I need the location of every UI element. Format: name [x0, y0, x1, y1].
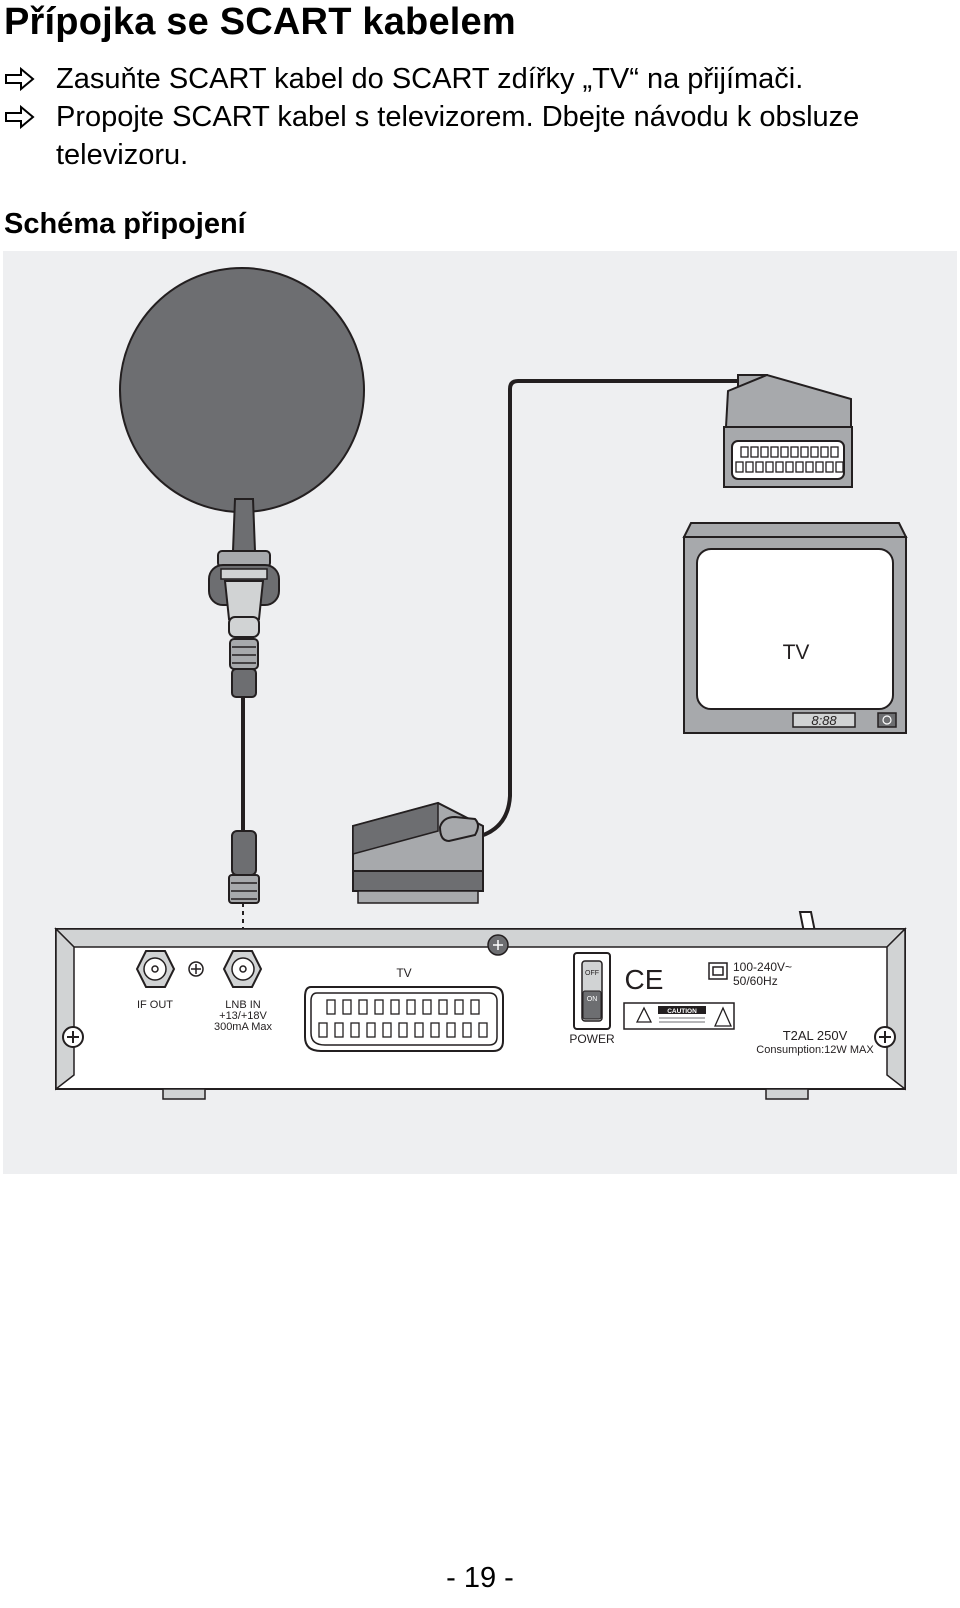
frequency-rating: 50/60Hz: [733, 974, 778, 988]
screw-icon: [62, 1026, 84, 1048]
power-label: POWER: [569, 1032, 615, 1046]
power-switch: [573, 952, 611, 1030]
ground-screw-icon: [188, 961, 204, 977]
consumption-rating: Consumption:12W MAX: [756, 1044, 874, 1056]
hollow-arrow-icon: [5, 66, 35, 92]
instruction-step: Zasuňte SCART kabel do SCART zdířky „TV“…: [4, 60, 954, 98]
television: TV 8:88: [682, 522, 908, 734]
screw-icon: [874, 1026, 896, 1048]
f-connector-top: [229, 638, 259, 698]
lnb-voltage-label: +13/+18V: [219, 1010, 267, 1022]
page-number: - 19 -: [446, 1562, 514, 1594]
caution-text: CAUTION: [667, 1008, 697, 1015]
fuse-rating: T2AL 250V: [783, 1028, 848, 1043]
double-insulation-icon: [708, 962, 728, 980]
switch-on-label: ON: [587, 996, 598, 1003]
tv-power-icon: [882, 715, 892, 725]
instruction-step-text: Zasuňte SCART kabel do SCART zdířky „TV“…: [56, 63, 804, 95]
caution-label: [623, 1002, 735, 1030]
if-out-port: [135, 950, 176, 988]
voltage-rating: 100-240V~: [733, 960, 792, 974]
warning-icon: [635, 1006, 653, 1023]
scart-socket-label: TV: [396, 966, 411, 980]
screw-icon: [487, 934, 509, 956]
switch-off-label: OFF: [585, 970, 599, 977]
connection-diagram: TV 8:88: [3, 251, 957, 1174]
warning-icon: [713, 1006, 733, 1027]
lnb-current-label: 300mA Max: [214, 1021, 273, 1033]
tv-label: TV: [783, 641, 810, 664]
scart-plug-tv-side: [723, 373, 853, 488]
receiver-rear-panel: IF OUT LNB IN +13/+18V 300mA Max TV: [54, 927, 907, 1100]
satellite-dish: [119, 267, 365, 552]
lnb-in-label: LNB IN: [225, 999, 261, 1011]
instruction-step: Propojte SCART kabel s televizorem. Dbej…: [4, 98, 954, 174]
lnb-in-port: [222, 950, 263, 988]
f-connector-bottom: [228, 830, 260, 904]
hollow-arrow-icon: [5, 104, 35, 130]
diagram-title: Schéma připojení: [4, 208, 246, 240]
instruction-step-text: Propojte SCART kabel s televizorem. Dbej…: [56, 101, 860, 171]
instruction-steps: Zasuňte SCART kabel do SCART zdířky „TV“…: [4, 60, 954, 174]
scart-plug-receiver-side: [352, 801, 484, 904]
scart-cable: [472, 379, 738, 840]
ce-mark-icon: CE: [625, 964, 664, 995]
scart-socket-tv: [304, 986, 504, 1052]
tv-clock-display: 8:88: [811, 713, 837, 728]
lnb-converter: [208, 550, 280, 638]
if-out-label: IF OUT: [137, 999, 173, 1011]
page-title: Přípojka se SCART kabelem: [4, 1, 516, 43]
